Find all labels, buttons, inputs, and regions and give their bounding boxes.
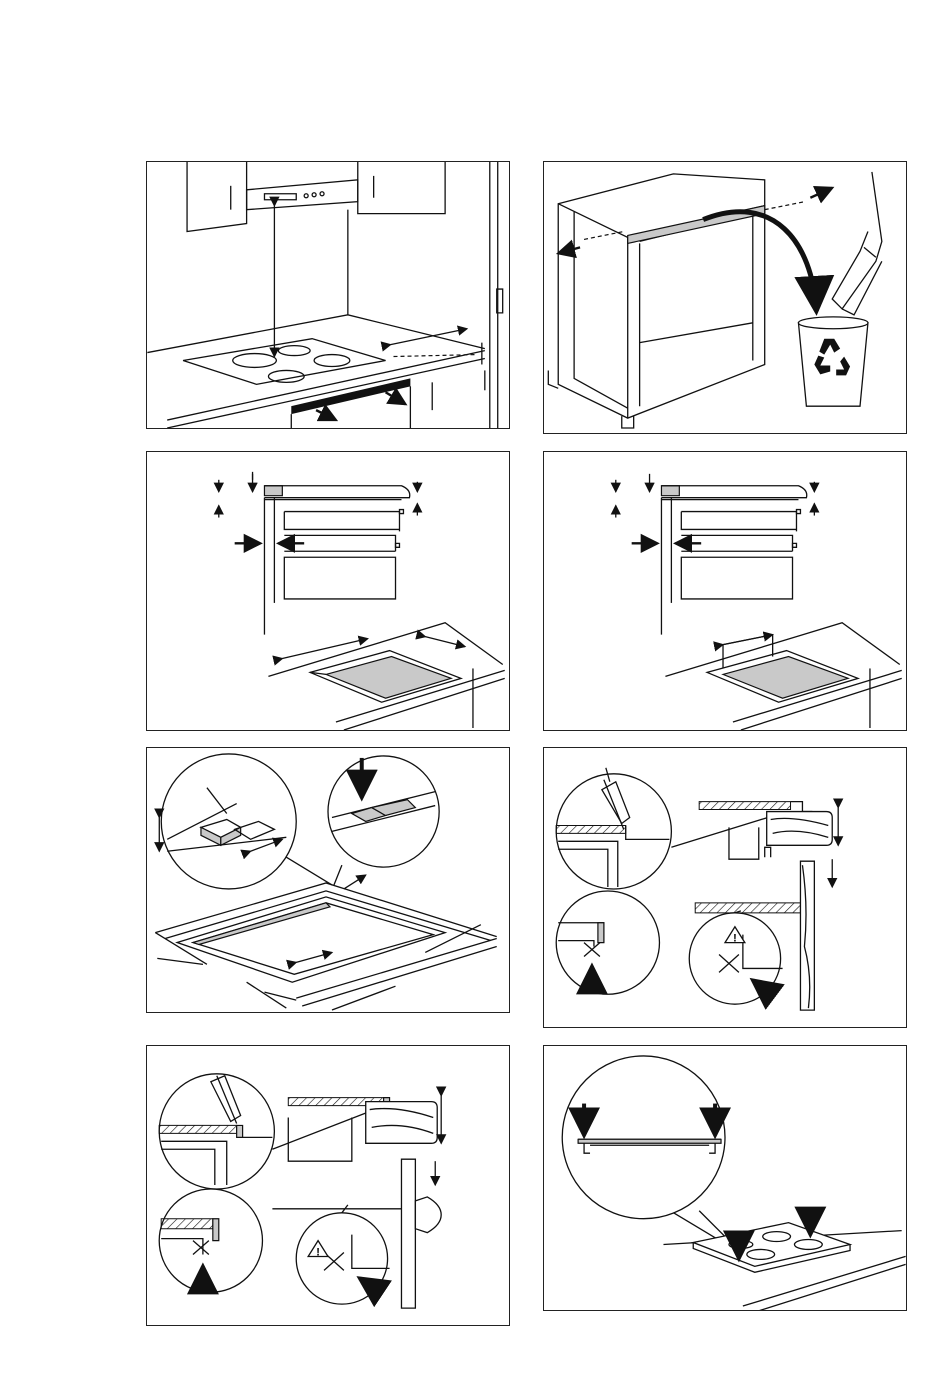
panel-press-hob-into-place xyxy=(543,1045,907,1311)
warning-symbol: ! xyxy=(733,933,737,945)
panel-cutout-dimensions-right xyxy=(543,451,907,731)
panel-apply-seal-strip xyxy=(146,747,510,1013)
cooker-hood-clearance-icon xyxy=(147,162,509,428)
warning-symbol: ! xyxy=(316,1246,320,1258)
panel-remove-cabinet-rail xyxy=(543,161,907,434)
panel-sealant-edge-variant-b: ! xyxy=(146,1045,510,1326)
panel-hood-clearance xyxy=(146,161,510,429)
panel-cutout-dimensions-left xyxy=(146,451,510,731)
dimension-arrow-icon xyxy=(147,452,509,730)
dimension-arrow-icon xyxy=(544,452,906,730)
panel-sealant-edge-variant-a: ! xyxy=(543,747,907,1028)
